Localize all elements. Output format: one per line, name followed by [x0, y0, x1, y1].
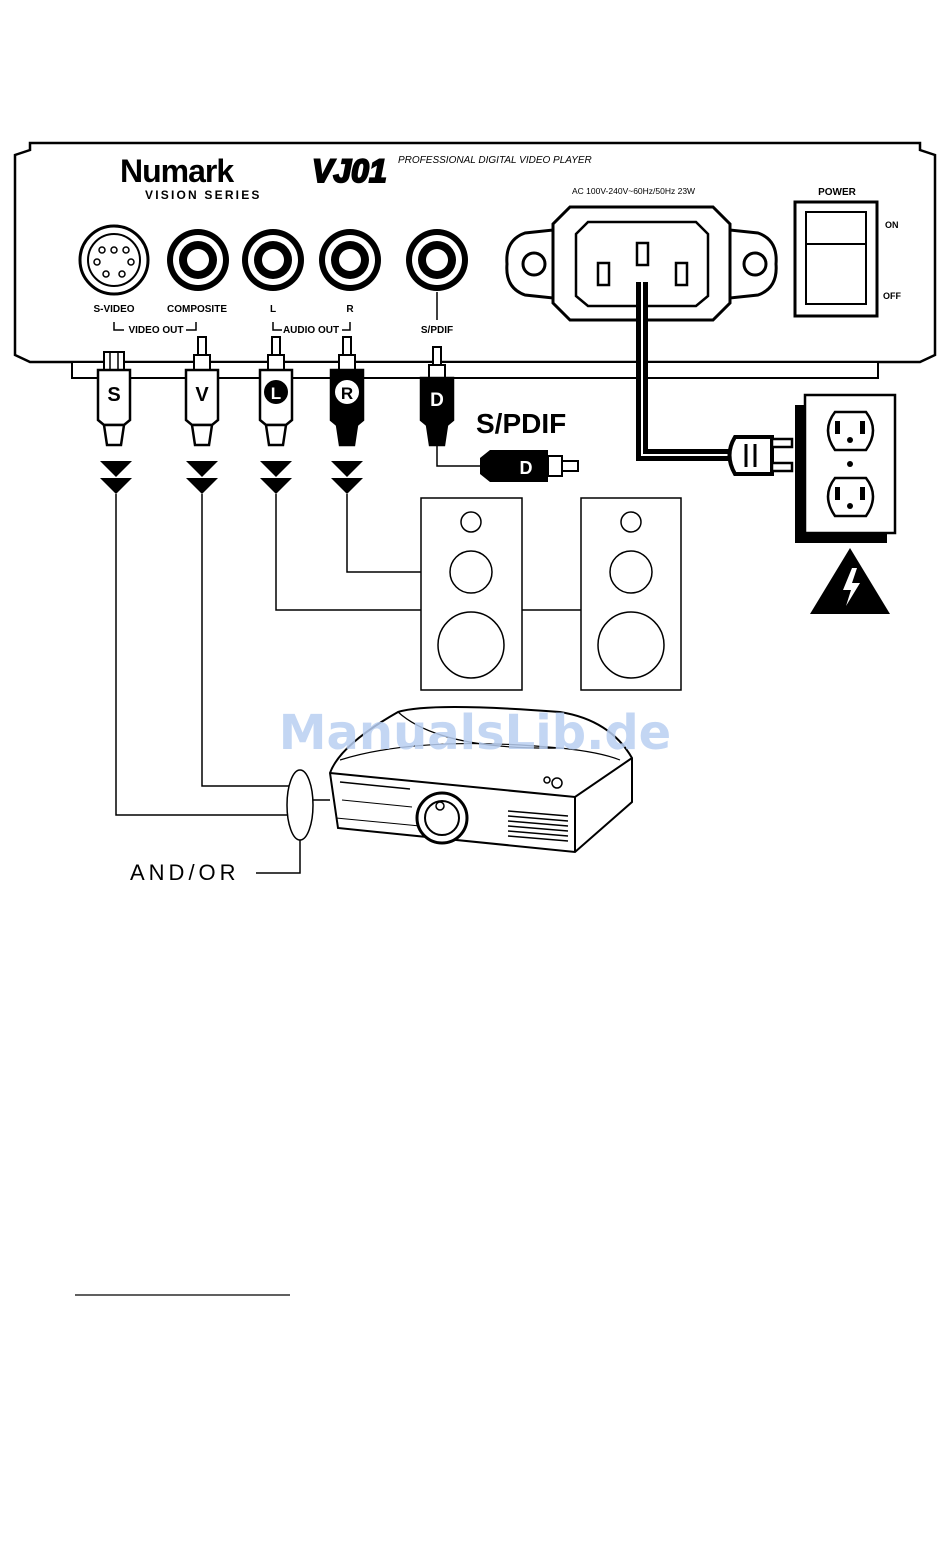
direction-arrows	[100, 461, 363, 494]
wall-outlet-icon	[795, 395, 895, 543]
and-or-ellipse	[287, 770, 313, 840]
plug-d-letter: D	[430, 390, 444, 411]
composite-label: COMPOSITE	[167, 304, 227, 315]
spdif-jack	[406, 229, 468, 291]
model-tagline: PROFESSIONAL DIGITAL VIDEO PLAYER	[398, 155, 592, 166]
model-name: VJ01	[312, 153, 387, 189]
brand-series: VISION SERIES	[145, 188, 262, 202]
high-voltage-warning-icon	[810, 548, 890, 614]
plug-l-letter: L	[271, 384, 281, 403]
svideo-label: S-VIDEO	[93, 304, 134, 315]
and-or-label: AND/OR	[130, 860, 240, 885]
power-on-label: ON	[885, 220, 899, 230]
watermark: ManualsLib.de	[279, 705, 671, 761]
plug-s-letter: S	[107, 384, 120, 406]
audio-left-jack	[242, 229, 304, 291]
plug-v-letter: V	[195, 384, 209, 406]
power-rating: AC 100V-240V~60Hz/50Hz 23W	[572, 186, 695, 196]
composite-jack	[167, 229, 229, 291]
audio-right-jack	[319, 229, 381, 291]
spdif-label: S/PDIF	[421, 325, 453, 336]
spdif-callout: S/PDIF	[476, 408, 566, 439]
spdif-plug-horizontal: D	[480, 450, 578, 482]
audio-left-label: L	[270, 304, 276, 315]
power-plug-icon	[730, 437, 793, 474]
plug-r-letter: R	[341, 384, 353, 403]
audio-right-label: R	[346, 304, 354, 315]
power-switch[interactable]	[795, 202, 877, 316]
brand-name: Numark	[120, 153, 234, 189]
plug-d2-letter: D	[520, 458, 533, 478]
power-switch-label: POWER	[818, 187, 857, 198]
power-off-label: OFF	[883, 291, 901, 301]
speaker-right-icon	[581, 498, 681, 690]
speaker-left-icon	[421, 498, 522, 690]
audio-out-label: AUDIO OUT	[283, 325, 339, 336]
video-out-label: VIDEO OUT	[128, 325, 183, 336]
svideo-jack	[80, 226, 148, 294]
